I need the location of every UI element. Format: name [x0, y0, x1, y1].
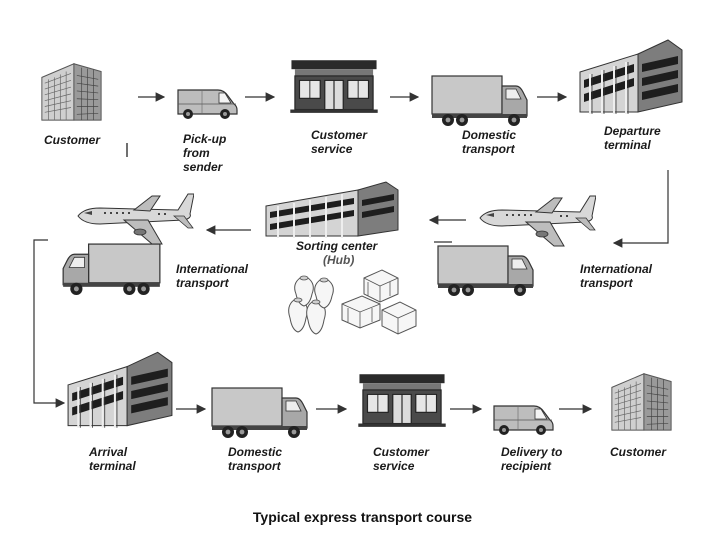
label-hub: (Hub) — [323, 253, 355, 267]
label-departure: Departure terminal — [604, 124, 661, 152]
arrow-departure-to-intl-right — [612, 170, 669, 248]
label-customer-bottom: Customer — [610, 445, 667, 459]
label-domestic-top: Domestic transport — [462, 128, 517, 156]
terminal-building-icon — [64, 348, 176, 430]
airplane-icon — [476, 188, 596, 248]
sorting-center-icon — [262, 180, 402, 240]
label-arrival: Arrival terminal — [89, 445, 136, 473]
office-building-icon — [606, 366, 676, 434]
label-customer-top: Customer — [44, 133, 101, 147]
label-delivery: Delivery to recipient — [501, 445, 563, 473]
storefront-icon — [356, 372, 448, 428]
parcels-icon — [282, 260, 422, 340]
label-intl-left: International transport — [176, 262, 249, 290]
box-truck-icon — [430, 72, 530, 127]
box-truck-icon — [210, 384, 310, 439]
label-intl-right: International transport — [580, 262, 653, 290]
label-sorting-center: Sorting center — [296, 239, 378, 253]
box-truck-icon — [60, 240, 162, 296]
terminal-building-icon — [576, 36, 686, 116]
label-customer-service-bottom: Customer service — [373, 445, 430, 473]
label-pickup: Pick-up from sender — [183, 132, 227, 174]
diagram-caption: Typical express transport course — [252, 509, 473, 525]
box-truck-icon — [436, 242, 536, 297]
van-icon — [172, 82, 242, 122]
arrow-intl-left-to-arrival — [33, 239, 66, 408]
storefront-icon — [288, 58, 380, 114]
label-domestic-bottom: Domestic transport — [228, 445, 283, 473]
office-building-icon — [36, 56, 106, 124]
label-customer-service-top: Customer service — [311, 128, 368, 156]
airplane-icon — [74, 186, 194, 246]
van-icon — [488, 398, 558, 438]
